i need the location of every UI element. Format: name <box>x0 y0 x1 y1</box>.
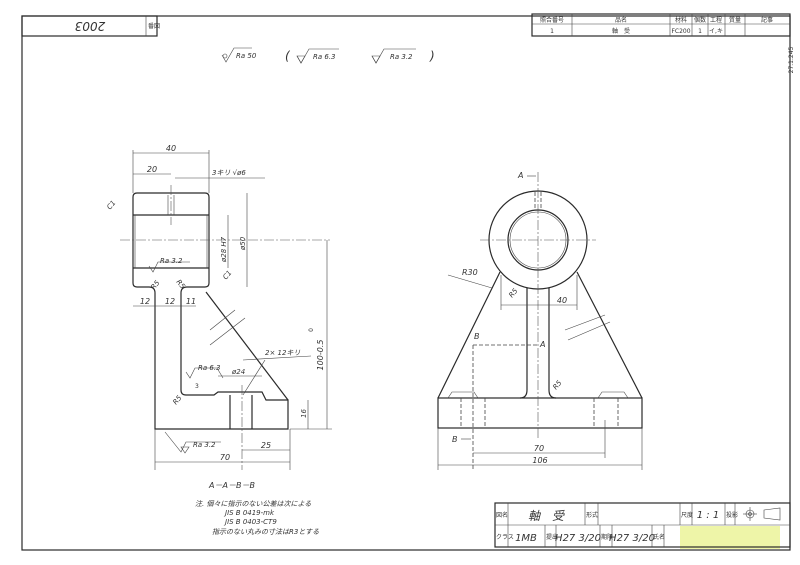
parts-table: 照合番号 品名 材料 個数 工程 質量 記事 1 軸 受 FC200 1 イ,キ <box>531 13 791 37</box>
name-label: 図名 <box>496 511 508 519</box>
dim-106: 106 <box>532 456 547 465</box>
class-label: クラス <box>496 534 514 541</box>
dim-bore: ø28 H7 <box>220 236 228 263</box>
cell-qty: 1 <box>698 28 702 35</box>
dim-20: 20 <box>147 165 157 174</box>
section-a-mid: A <box>539 340 545 349</box>
close-paren: ) <box>429 49 435 63</box>
finish-fine: Ra 3.2 <box>390 53 413 61</box>
dim-40: 40 <box>166 144 176 153</box>
cell-part-name: 軸 受 <box>612 27 630 35</box>
scale-value: 1 : 1 <box>697 510 719 521</box>
side-stamp: 27.1.245 <box>788 46 795 73</box>
dim-70-front: 70 <box>534 444 544 453</box>
header-mass: 質量 <box>729 16 741 24</box>
dim-r2: R5 <box>174 278 186 291</box>
finish-mid: Ra 6.3 <box>198 364 221 372</box>
note-line-4: 指示のない丸みの寸法はR3とする <box>212 528 319 536</box>
dim-r3: R5 <box>171 394 183 407</box>
section-b-top: B <box>474 332 480 341</box>
header-ref-no: 照合番号 <box>540 16 564 24</box>
dim-spot: ø24 <box>231 368 245 376</box>
section-title: A－A－B－B <box>208 481 255 490</box>
cell-ref-no: 1 <box>550 28 554 35</box>
finish-rough: Ra 50 <box>236 52 257 60</box>
section-a-top: A <box>517 171 523 180</box>
class-value: 1MB <box>515 533 537 544</box>
submitted-date: H27 3/20 <box>555 533 601 544</box>
author-label: 氏名 <box>653 533 665 541</box>
drawing-frame <box>21 15 791 551</box>
dim-r30: R30 <box>462 268 478 277</box>
dim-r5b: R5 <box>551 379 563 392</box>
dim-11: 11 <box>186 297 196 306</box>
dim-r1: R5 <box>149 279 161 292</box>
title-block: 図名 軸 受 形式 尺度 1 : 1 投影 クラス 1MB 提出 H27 3/2… <box>494 502 791 549</box>
section-view: 40 20 3キリ √ø6 C1 C1 ø28 H7 ø50 Ra 3.2 R5… <box>105 144 332 490</box>
note-line-1: 注. 個々に指示のない公差は次による <box>195 500 311 508</box>
drawing-number-label: 番図 <box>148 23 160 30</box>
dim-chamfer1: C1 <box>105 199 117 211</box>
general-notes: 注. 個々に指示のない公差は次による JIS B 0419-mk JIS B 0… <box>195 500 319 536</box>
type-label: 形式 <box>586 511 598 519</box>
third-angle-projection-icon <box>743 507 781 521</box>
dim-depth: 3 <box>195 383 199 390</box>
section-b-bottom: B <box>452 435 458 444</box>
dim-40-front: 40 <box>557 296 567 305</box>
cell-material: FC200 <box>671 28 690 35</box>
header-qty: 個数 <box>694 16 706 24</box>
header-part-name: 品名 <box>615 16 627 24</box>
finish-bore: Ra 3.2 <box>160 257 183 265</box>
submitted-label: 提出 <box>546 533 558 541</box>
dim-70: 70 <box>220 453 230 462</box>
author-highlight <box>680 526 780 549</box>
deadline-label: 期限 <box>601 533 613 541</box>
deadline-date: H27 3/20 <box>609 533 655 544</box>
dim-holes: 2× 12キリ <box>265 349 300 357</box>
projection-label: 投影 <box>726 511 738 519</box>
dim-25: 25 <box>261 441 271 450</box>
drawing-name: 軸 受 <box>528 509 565 523</box>
dim-outer: ø50 <box>239 236 247 251</box>
dim-hole: 3キリ √ø6 <box>212 169 246 177</box>
dim-chamfer2: C1 <box>221 269 233 281</box>
scale-label: 尺度 <box>681 511 693 519</box>
dim-height-tol: 0 <box>308 328 315 332</box>
finish-medium: Ra 6.3 <box>313 53 336 61</box>
surface-finish-header: Ra 50 ( Ra 6.3 Ra 3.2 ) <box>221 47 435 64</box>
cell-process: イ,キ <box>709 28 723 35</box>
finish-base: Ra 3.2 <box>193 441 216 449</box>
header-process: 工程 <box>710 16 722 24</box>
drawing-number: 2003 <box>75 19 106 33</box>
front-view: A A B B R30 R5 R5 40 70 106 <box>437 171 643 470</box>
header-remarks: 記事 <box>761 16 773 24</box>
open-paren: ( <box>285 49 291 63</box>
dim-12b: 12 <box>165 297 175 306</box>
note-line-3: JIS B 0403-CT9 <box>223 518 277 526</box>
dim-16: 16 <box>300 409 308 418</box>
dim-12a: 12 <box>140 297 150 306</box>
dim-r5a: R5 <box>507 287 519 300</box>
dim-height: 100-0.5 <box>316 340 325 371</box>
drawing-number-box: 2003 番図 <box>21 15 160 37</box>
header-material: 材料 <box>675 16 687 24</box>
note-line-2: JIS B 0419-mk <box>223 509 275 517</box>
